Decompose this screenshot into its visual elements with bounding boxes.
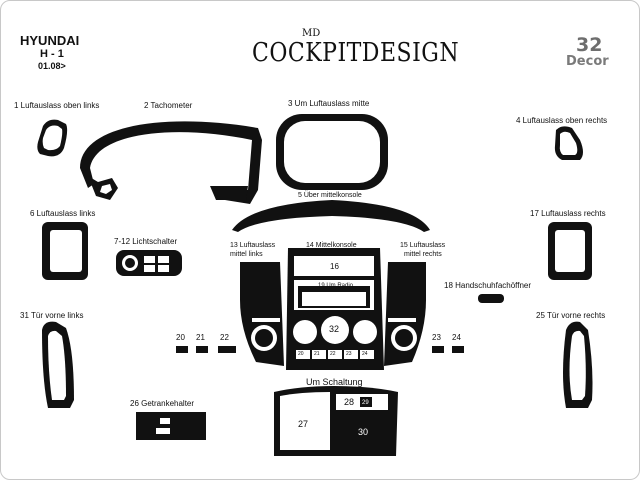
label-part-25: 25 Tür vorne rechts — [536, 311, 606, 320]
label-part-32: 32 — [329, 324, 340, 334]
label-part-2: 2 Tachometer — [144, 101, 193, 110]
label-part-22: 22 — [220, 333, 229, 342]
badge-number: 32 — [576, 34, 603, 56]
part-20-shape — [176, 346, 188, 353]
brand-label: HYUNDAI — [20, 33, 80, 48]
label-part-29: 29 — [362, 400, 369, 406]
label-part-19: 19 Um Radio — [318, 283, 354, 289]
date-label: 01.08> — [38, 61, 66, 71]
console-label-22: 22 — [330, 351, 336, 357]
console-label-24: 24 — [362, 351, 368, 357]
label-part-23: 23 — [432, 333, 441, 342]
label-part-14: 14 Mittelkonsole — [306, 242, 357, 249]
label-part-7-12: 7-12 Lichtschalter — [114, 237, 178, 246]
label-part-3: 3 Um Luftauslass mitte — [288, 99, 370, 108]
label-part-24: 24 — [452, 333, 461, 342]
label-part-17: 17 Luftauslass rechts — [530, 209, 606, 218]
label-part-6: 6 Luftauslass links — [30, 209, 96, 218]
label-part-5: 5 Über mittelkonsole — [298, 192, 362, 199]
label-part-21: 21 — [196, 333, 205, 342]
part-21-shape — [196, 346, 208, 353]
label-um-schaltung: Um Schaltung — [306, 377, 363, 387]
logo-mark: MD — [302, 28, 321, 39]
label-part-31: 31 Tür vorne links — [20, 311, 84, 320]
model-label: H - 1 — [40, 48, 64, 60]
console-label-23: 23 — [346, 351, 352, 357]
label-part-13-b: mittel links — [230, 251, 263, 258]
label-part-30: 30 — [358, 427, 369, 437]
label-part-13-a: 13 Luftauslass — [230, 242, 276, 249]
console-label-20: 20 — [298, 351, 304, 357]
console-label-21: 21 — [314, 351, 320, 357]
label-part-27: 27 — [298, 419, 309, 429]
badge-text: Decor — [566, 54, 609, 69]
label-part-1: 1 Luftauslass oben links — [14, 101, 100, 110]
part-22-shape — [218, 346, 236, 353]
label-part-16: 16 — [330, 262, 339, 271]
part-18-shape — [478, 294, 504, 303]
label-part-18: 18 Handschuhfachöffner — [444, 281, 532, 290]
part-23-shape — [432, 346, 444, 353]
part-26-shape — [136, 412, 206, 440]
cockpitdesign-logo: COCKPITDESIGN — [252, 38, 460, 68]
label-part-15-b: mittel rechts — [404, 251, 442, 258]
label-part-26: 26 Getrankehalter — [130, 399, 195, 408]
label-part-15-a: 15 Luftauslass — [400, 242, 446, 249]
part-5-shape — [232, 200, 430, 232]
label-part-4: 4 Luftauslass oben rechts — [516, 116, 608, 125]
label-part-20: 20 — [176, 333, 185, 342]
part-24-shape — [452, 346, 464, 353]
label-part-28: 28 — [344, 397, 355, 407]
